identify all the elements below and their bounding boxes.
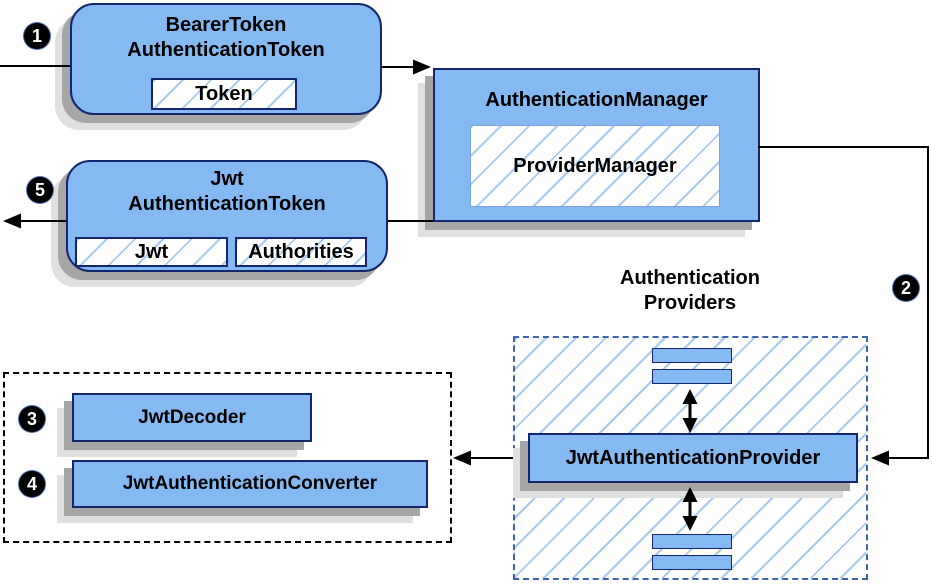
jwt-authentication-provider-label: JwtAuthenticationProvider (565, 446, 821, 469)
left-arrowhead-icon (871, 450, 889, 466)
step-2-badge: 2 (893, 275, 919, 301)
token-field-label: Token (195, 82, 253, 105)
authentication-providers-label: Authentication Providers (590, 266, 790, 316)
authorities-field-label: Authorities (248, 240, 354, 263)
jwt-decoder-label: JwtDecoder (138, 406, 246, 428)
step-2-label: 2 (900, 278, 911, 298)
token-field: Token (151, 78, 297, 110)
step-3-label: 3 (26, 409, 37, 429)
right-arrowhead-icon (413, 59, 431, 75)
authentication-manager-box: AuthenticationManager ProviderManager (433, 68, 760, 222)
authorities-field: Authorities (235, 237, 367, 267)
step-1-badge: 1 (24, 23, 50, 49)
jwt-authentication-provider-box: JwtAuthenticationProvider (528, 433, 858, 483)
provider-slot-rect (652, 348, 732, 363)
jwt-token-out-arrow (3, 213, 66, 229)
jwt-field-label: Jwt (134, 240, 169, 263)
step-5-label: 5 (34, 180, 45, 200)
bearer-token-title-line2: AuthenticationToken (127, 39, 325, 61)
left-arrowhead-icon (3, 213, 21, 229)
provider-to-support-arrow (453, 450, 513, 466)
jwt-decoder-box: JwtDecoder (72, 393, 312, 442)
step-3-badge: 3 (19, 406, 45, 432)
provider-manager-label: ProviderManager (513, 154, 677, 177)
step-1-label: 1 (31, 26, 42, 46)
jwt-authentication-token-box: Jwt AuthenticationToken Jwt Authorities (66, 160, 388, 272)
bearer-to-manager-arrow (381, 59, 431, 75)
authentication-providers-label-line2: Providers (643, 292, 737, 314)
provider-slot-rect (652, 555, 732, 570)
step-4-badge: 4 (19, 471, 45, 497)
jwt-token-title-line1: Jwt (210, 168, 244, 190)
provider-manager-box: ProviderManager (470, 125, 720, 207)
jwt-authentication-converter-label: JwtAuthenticationConverter (122, 473, 378, 494)
left-arrowhead-icon (453, 450, 471, 466)
step-5-badge: 5 (27, 177, 53, 203)
jwt-field: Jwt (75, 237, 228, 267)
bearer-token-title-line1: BearerToken (165, 14, 287, 36)
step-4-label: 4 (26, 474, 37, 494)
jwt-authentication-converter-box: JwtAuthenticationConverter (72, 460, 428, 508)
provider-slot-rect (652, 534, 732, 549)
bearer-token-authentication-token-box: BearerToken AuthenticationToken Token (70, 3, 382, 115)
authentication-manager-title: AuthenticationManager (485, 89, 708, 111)
jwt-token-title-line2: AuthenticationToken (128, 193, 326, 215)
provider-slot-rect (652, 369, 732, 384)
authentication-providers-label-line1: Authentication (620, 267, 760, 289)
